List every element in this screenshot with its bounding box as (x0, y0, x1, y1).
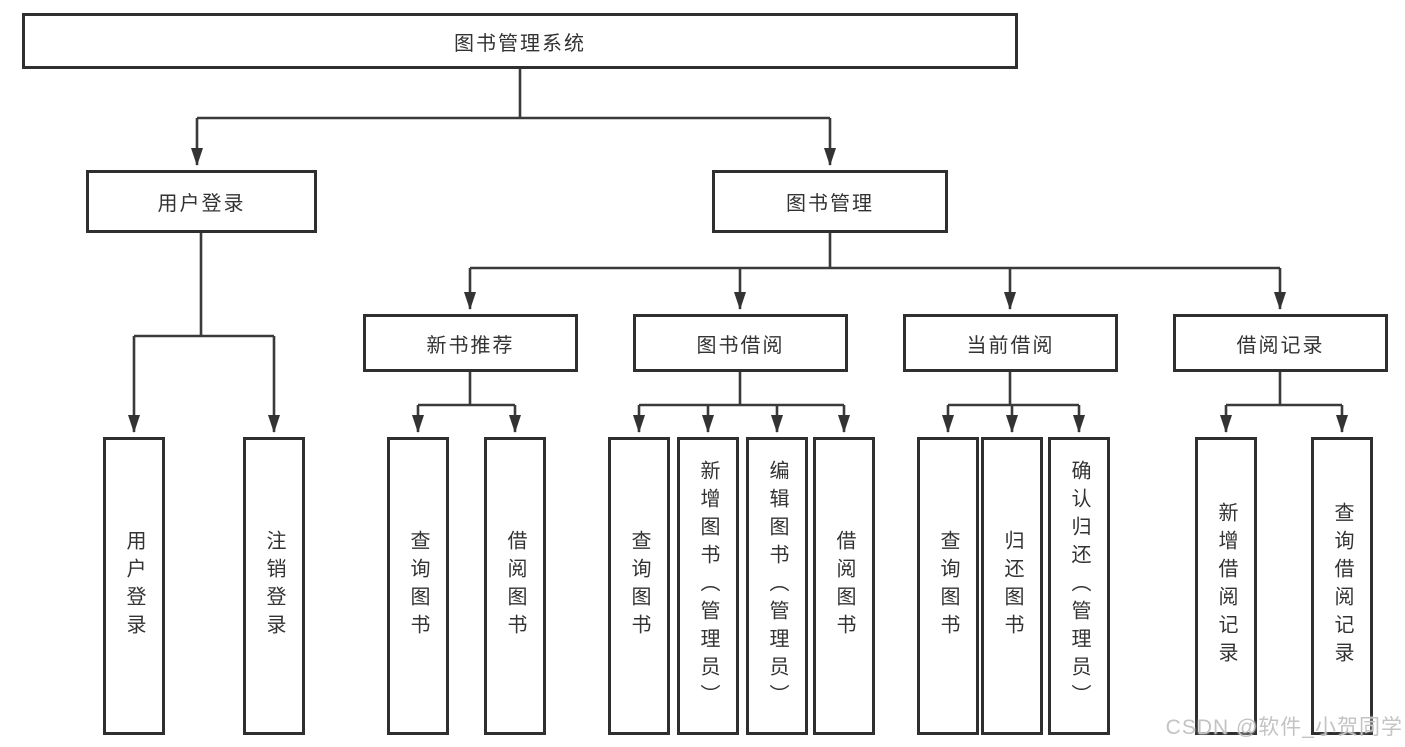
node-label: 编辑图书（管理员） (766, 460, 788, 712)
node-label: 当前借阅 (966, 334, 1055, 357)
node-label: 新增借阅记录 (1215, 502, 1237, 670)
node-label: 确认归还（管理员） (1068, 460, 1090, 712)
node-label: 借阅图书 (833, 530, 855, 642)
leaf-borrow-book: 借阅图书 (813, 437, 875, 735)
leaf-logout: 注销登录 (243, 437, 305, 735)
node-label: 查询图书 (407, 530, 429, 642)
leaf-query-book-current: 查询图书 (917, 437, 979, 735)
leaf-query-borrow-record: 查询借阅记录 (1311, 437, 1373, 735)
node-label: 查询图书 (937, 530, 959, 642)
node-book-management: 图书管理 (712, 170, 948, 233)
leaf-query-book-borrow: 查询图书 (608, 437, 670, 735)
node-book-borrow: 图书借阅 (633, 314, 848, 372)
node-label: 新书推荐 (426, 334, 515, 357)
leaf-return-book: 归还图书 (981, 437, 1043, 735)
node-new-book-recommend: 新书推荐 (363, 314, 578, 372)
node-label: 借阅记录 (1236, 334, 1325, 357)
leaf-borrow-book-recommend: 借阅图书 (484, 437, 546, 735)
leaf-user-login: 用户登录 (103, 437, 165, 735)
node-library-management-system: 图书管理系统 (22, 13, 1018, 69)
node-label: 新增图书（管理员） (697, 460, 719, 712)
csdn-watermark: CSDN @软件_小贺同学 (1165, 716, 1403, 739)
leaf-edit-book-admin: 编辑图书（管理员） (746, 437, 808, 735)
node-label: 图书管理 (786, 193, 874, 215)
node-label: 归还图书 (1001, 530, 1023, 642)
node-label: 借阅图书 (504, 530, 526, 642)
leaf-query-book-recommend: 查询图书 (387, 437, 449, 735)
node-label: 图书管理系统 (454, 32, 586, 55)
node-label: 查询借阅记录 (1331, 502, 1353, 670)
node-label: 图书借阅 (696, 334, 785, 357)
leaf-confirm-return-admin: 确认归还（管理员） (1048, 437, 1110, 735)
node-label: 注销登录 (263, 530, 285, 642)
leaf-add-borrow-record: 新增借阅记录 (1195, 437, 1257, 735)
node-current-borrow: 当前借阅 (903, 314, 1118, 372)
node-label: 用户登录 (157, 193, 246, 215)
node-label: 查询图书 (628, 530, 650, 642)
leaf-add-book-admin: 新增图书（管理员） (677, 437, 739, 735)
node-label: 用户登录 (123, 530, 145, 642)
node-user-login: 用户登录 (86, 170, 317, 233)
node-borrow-records: 借阅记录 (1173, 314, 1388, 372)
